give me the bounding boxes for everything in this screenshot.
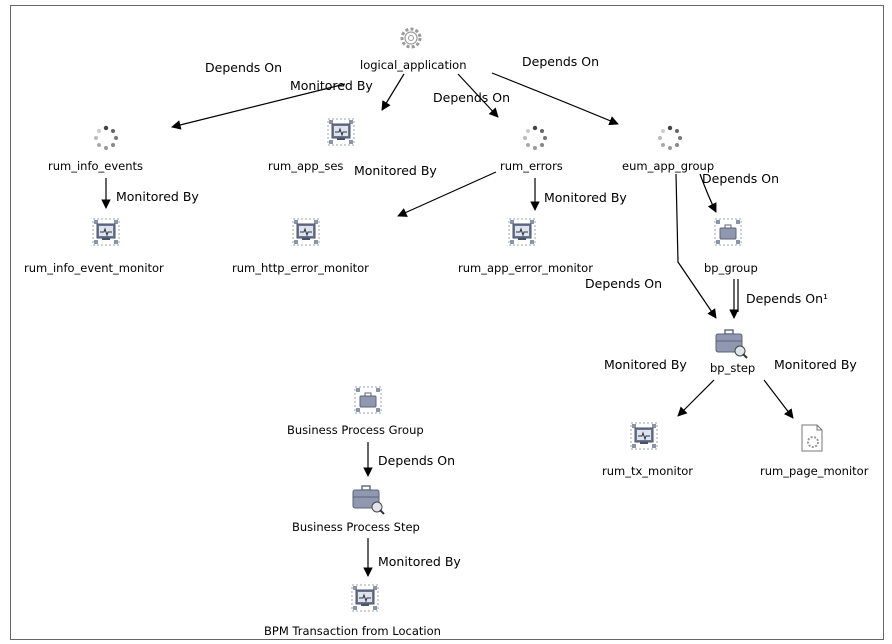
- edge-label-monitored-by: Monitored By: [604, 357, 687, 372]
- node-label: rum_info_event_monitor: [24, 261, 164, 275]
- edge-label-depends-on: Depends On: [205, 60, 282, 75]
- node-label: rum_info_events: [48, 159, 143, 173]
- monitor-icon: [92, 218, 120, 246]
- node-rum-tx-monitor[interactable]: rum_tx_monitor: [602, 422, 693, 478]
- node-bp-group[interactable]: bp_group: [704, 218, 758, 275]
- briefcase-icon: [354, 386, 382, 414]
- edge-label-depends-on: Depends On: [585, 276, 662, 291]
- edge-label-monitored-by: Monitored By: [354, 163, 437, 178]
- edge-label-monitored-by: Monitored By: [378, 554, 461, 569]
- gear-icon: [400, 27, 422, 49]
- node-label: rum_app_error_monitor: [458, 261, 593, 275]
- node-label: Business Process Group: [287, 423, 424, 437]
- node-rum-info-events[interactable]: rum_info_events: [48, 125, 143, 173]
- edge-label-monitored-by: Monitored By: [544, 190, 627, 205]
- node-label: bp_group: [704, 261, 758, 275]
- node-label: bp_step: [710, 361, 755, 375]
- node-label: rum_app_ses: [268, 159, 343, 173]
- node-label: rum_page_monitor: [760, 464, 869, 478]
- spinner-group-icon: [523, 125, 547, 150]
- node-rum-info-event-monitor[interactable]: rum_info_event_monitor: [24, 218, 164, 275]
- spinner-group-icon: [94, 125, 118, 150]
- edge-label-monitored-by: Monitored By: [774, 357, 857, 372]
- briefcase-icon: [714, 218, 742, 246]
- edge-label-depends-on: Depends On: [378, 453, 455, 468]
- monitor-icon: [292, 218, 320, 246]
- edge-label-depends-on: Depends On: [702, 171, 779, 186]
- node-label: eum_app_group: [622, 159, 714, 173]
- node-label: rum_http_error_monitor: [232, 261, 369, 275]
- edge-eum-to-bp-step: [675, 173, 717, 319]
- node-label: BPM Transaction from Location: [264, 624, 441, 638]
- edge-logical-to-eum-app-group: [491, 72, 619, 126]
- monitor-icon: [630, 422, 658, 450]
- spinner-group-icon: [658, 125, 682, 150]
- node-eum-app-group[interactable]: eum_app_group: [622, 125, 714, 173]
- edge-label-depends-on: Depends On: [522, 54, 599, 69]
- briefcase-step-icon: [352, 485, 385, 515]
- edge-bp-step-to-page-monitor: [763, 379, 794, 419]
- node-rum-page-monitor[interactable]: rum_page_monitor: [760, 424, 869, 478]
- edge-eum-to-bp-group: [699, 173, 717, 213]
- monitor-icon: [351, 584, 379, 612]
- edge-logical-to-rum-app-ses: [381, 73, 405, 111]
- monitor-icon: [508, 218, 536, 246]
- node-business-process-step[interactable]: Business Process Step: [292, 485, 420, 534]
- node-label: rum_errors: [500, 159, 563, 173]
- edge-bp-step-to-tx-monitor: [677, 379, 715, 417]
- edge-label-monitored-by: Monitored By: [116, 189, 199, 204]
- edge-rum-errors-to-http-monitor: [397, 171, 497, 217]
- node-rum-app-ses[interactable]: rum_app_ses: [268, 118, 355, 173]
- monitor-icon: [327, 118, 355, 146]
- edge-logical-to-rum-errors: [457, 73, 499, 118]
- briefcase-step-icon: [715, 329, 748, 359]
- node-rum-app-error-monitor[interactable]: rum_app_error_monitor: [458, 218, 593, 275]
- diagram-frame: [10, 5, 884, 640]
- edge-logical-to-rum-info-events: [171, 83, 346, 130]
- node-logical-application[interactable]: logical_application: [360, 27, 466, 72]
- edge-label-monitored-by: Monitored By: [290, 78, 373, 93]
- node-rum-http-error-monitor[interactable]: rum_http_error_monitor: [232, 218, 369, 275]
- node-bpm-transaction[interactable]: BPM Transaction from Location: [264, 584, 441, 638]
- edge-label-depends-on: Depends On: [433, 90, 510, 105]
- node-label: rum_tx_monitor: [602, 464, 693, 478]
- node-business-process-group[interactable]: Business Process Group: [287, 386, 424, 437]
- page-monitor-icon: [801, 424, 823, 452]
- node-rum-errors[interactable]: rum_errors: [500, 125, 563, 173]
- node-label: logical_application: [360, 58, 466, 72]
- node-bp-step[interactable]: bp_step: [710, 329, 755, 375]
- node-label: Business Process Step: [292, 520, 420, 534]
- edge-label-depends-on-marked: Depends On¹: [746, 291, 828, 306]
